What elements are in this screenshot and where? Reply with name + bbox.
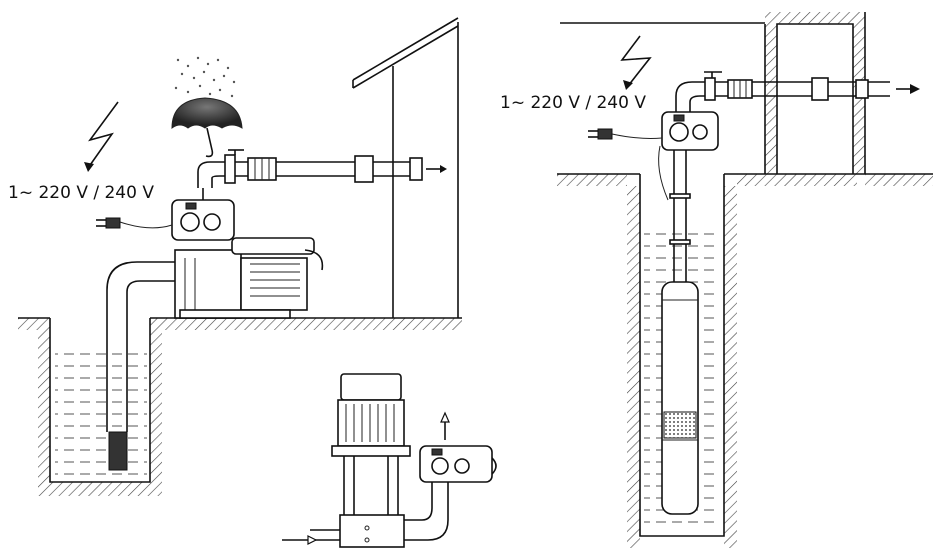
power-cord-left [96, 217, 173, 229]
ground-right [557, 173, 933, 186]
ground-left [18, 317, 462, 330]
building-right [560, 12, 866, 174]
supply-voltage-label-left: 1~ 220 V / 240 V [8, 183, 154, 203]
vertical-pump [331, 373, 411, 548]
discharge-pipe-right [675, 71, 890, 112]
vertical-pump-pipes [310, 478, 449, 541]
pressure-controller-left [171, 188, 235, 241]
submersible-pump-scene [557, 12, 933, 548]
power-cord-right [588, 128, 669, 201]
house-wall [352, 17, 459, 318]
supply-voltage-label-right: 1~ 220 V / 240 V [500, 93, 646, 113]
pressure-controller-right [661, 111, 719, 151]
plug-icon [588, 128, 613, 140]
suction-pipe [106, 261, 178, 471]
riser-pipe [669, 150, 691, 282]
flow-arrow-icon [426, 165, 447, 173]
lightning-icon [620, 35, 652, 90]
surface-pump-scene [18, 17, 462, 496]
umbrella-icon [171, 97, 243, 158]
flow-arrow-icon [896, 84, 920, 94]
well-pit-left [38, 318, 162, 496]
plug-icon [96, 217, 121, 229]
lightning-icon [84, 101, 119, 172]
discharge-pipe-left [197, 149, 423, 188]
pressure-controller-center [419, 445, 497, 483]
flow-arrow-icon [282, 411, 450, 545]
vertical-pump-scene [282, 373, 497, 548]
rain-icon [174, 56, 236, 98]
submersible-pump [661, 281, 699, 515]
surface-pump [174, 237, 324, 319]
